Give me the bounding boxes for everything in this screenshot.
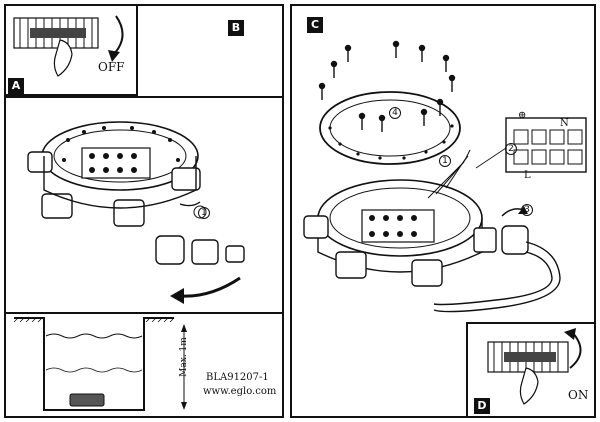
step-a-number: 1 [198, 207, 210, 219]
max-depth-label: Max. 1m [178, 337, 189, 377]
switch-off-label: OFF [98, 60, 125, 74]
left-divider [4, 96, 284, 98]
step-c-marker: C [307, 17, 323, 33]
switch-on-label: ON [568, 388, 589, 402]
model-code: BLA91207-1 [206, 372, 269, 383]
switch-on-illustration [487, 328, 582, 405]
step-c2-number: 2 [505, 143, 517, 155]
burial-depth-illustration [13, 317, 187, 411]
switch-off-illustration [13, 15, 124, 77]
left-divider-2 [4, 312, 284, 314]
step-c1-number: 1 [439, 155, 451, 167]
step-a-marker: A [8, 78, 24, 94]
step-c4-number: 4 [389, 107, 401, 119]
junction-box-open-illustration [27, 121, 245, 304]
terminal-earth-label: ⊕ [518, 110, 527, 121]
junction-box-wiring-illustration [303, 40, 587, 313]
step-b-marker: B [228, 20, 244, 36]
step-d-marker: D [474, 398, 490, 414]
step-c3-number: 3 [521, 204, 533, 216]
terminal-live-label: L [524, 170, 531, 181]
terminal-neutral-label: N [560, 118, 569, 129]
website: www.eglo.com [203, 386, 277, 397]
